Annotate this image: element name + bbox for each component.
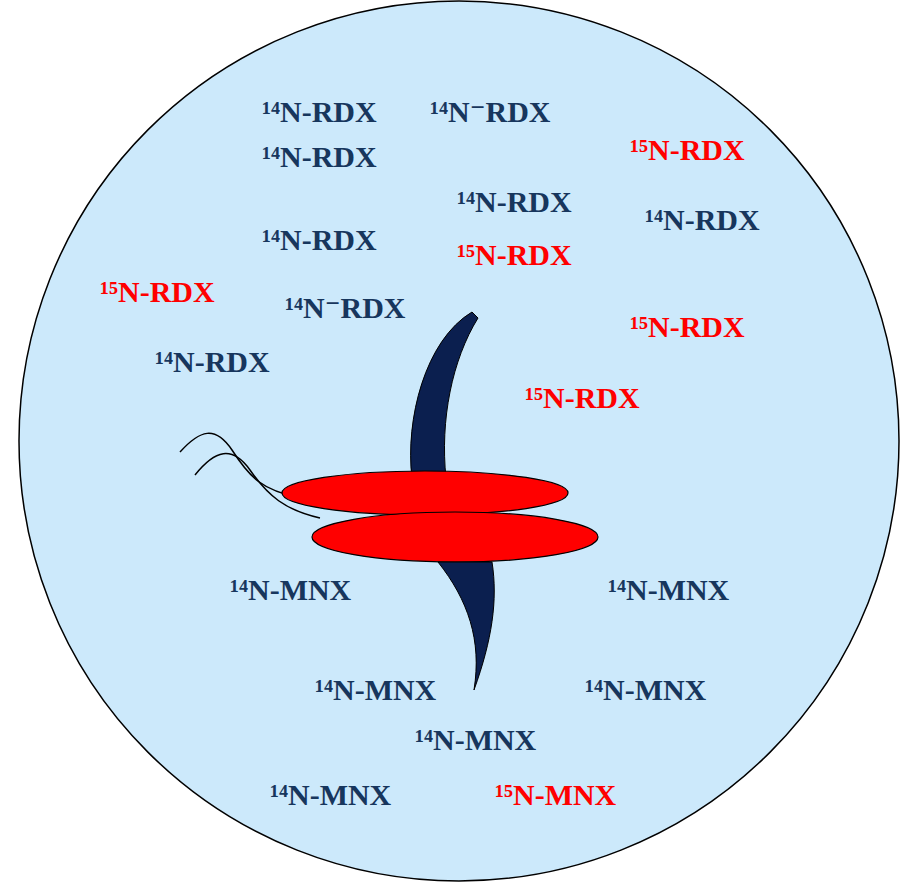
molecule-label: ¹⁴N-MNX — [315, 673, 436, 707]
molecule-label: ¹⁴N-RDX — [262, 140, 377, 174]
molecule-label: ¹⁴N-MNX — [585, 673, 706, 707]
molecule-label: ¹⁴N-MNX — [415, 723, 536, 757]
molecule-label: ¹⁴N⁻RDX — [285, 291, 405, 325]
molecule-label: ¹⁵N-RDX — [630, 133, 745, 167]
molecule-label: ¹⁴N⁻RDX — [430, 95, 550, 129]
molecule-label: ¹⁵N-RDX — [100, 275, 215, 309]
molecule-label: ¹⁵N-MNX — [495, 778, 616, 812]
molecule-label: ¹⁴N-RDX — [645, 203, 760, 237]
molecule-label: ¹⁴N-RDX — [262, 95, 377, 129]
molecule-label: ¹⁵N-RDX — [457, 238, 572, 272]
peptide-ribbon — [411, 312, 478, 478]
molecule-label: ¹⁵N-RDX — [630, 310, 745, 344]
molecule-label: ¹⁴N-RDX — [155, 345, 270, 379]
circle-shape — [19, 1, 899, 881]
ribosome-subunit — [312, 512, 598, 562]
mrna-strand — [180, 433, 300, 498]
molecule-label: ¹⁴N-RDX — [262, 223, 377, 257]
molecule-label: ¹⁴N-RDX — [457, 185, 572, 219]
cell-circle: ¹⁴N-RDX ¹⁴N⁻RDX ¹⁵N-RDX ¹⁴N-RDX ¹⁴N-RDX ¹⁴N-R… — [18, 0, 900, 882]
peptide-ribbon — [438, 562, 494, 690]
molecule-label: ¹⁵N-RDX — [525, 381, 640, 415]
molecule-label: ¹⁴N-MNX — [230, 573, 351, 607]
molecule-label: ¹⁴N-MNX — [270, 778, 391, 812]
ribosome-subunit — [282, 471, 568, 515]
mrna-strand — [195, 454, 320, 518]
molecule-label: ¹⁴N-MNX — [608, 573, 729, 607]
